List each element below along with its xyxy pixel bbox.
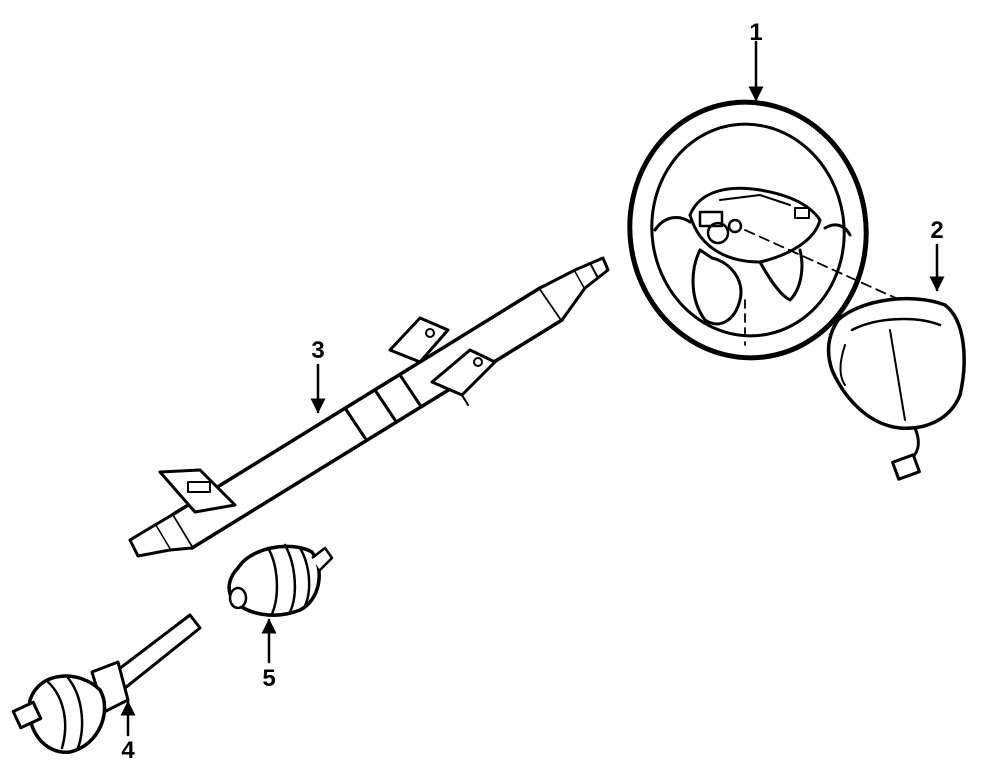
callout-4: 4 — [121, 737, 135, 764]
lower-intermediate-shaft — [11, 613, 202, 754]
callout-1: 1 — [749, 19, 762, 46]
steering-wheel — [627, 99, 901, 361]
airbag-module — [826, 296, 966, 481]
callout-5: 5 — [262, 665, 275, 692]
callout-3: 3 — [311, 337, 324, 364]
callout-leaders — [120, 40, 945, 737]
callout-2: 2 — [930, 217, 943, 244]
shaft-boot — [227, 543, 334, 617]
steering-column — [128, 256, 610, 558]
